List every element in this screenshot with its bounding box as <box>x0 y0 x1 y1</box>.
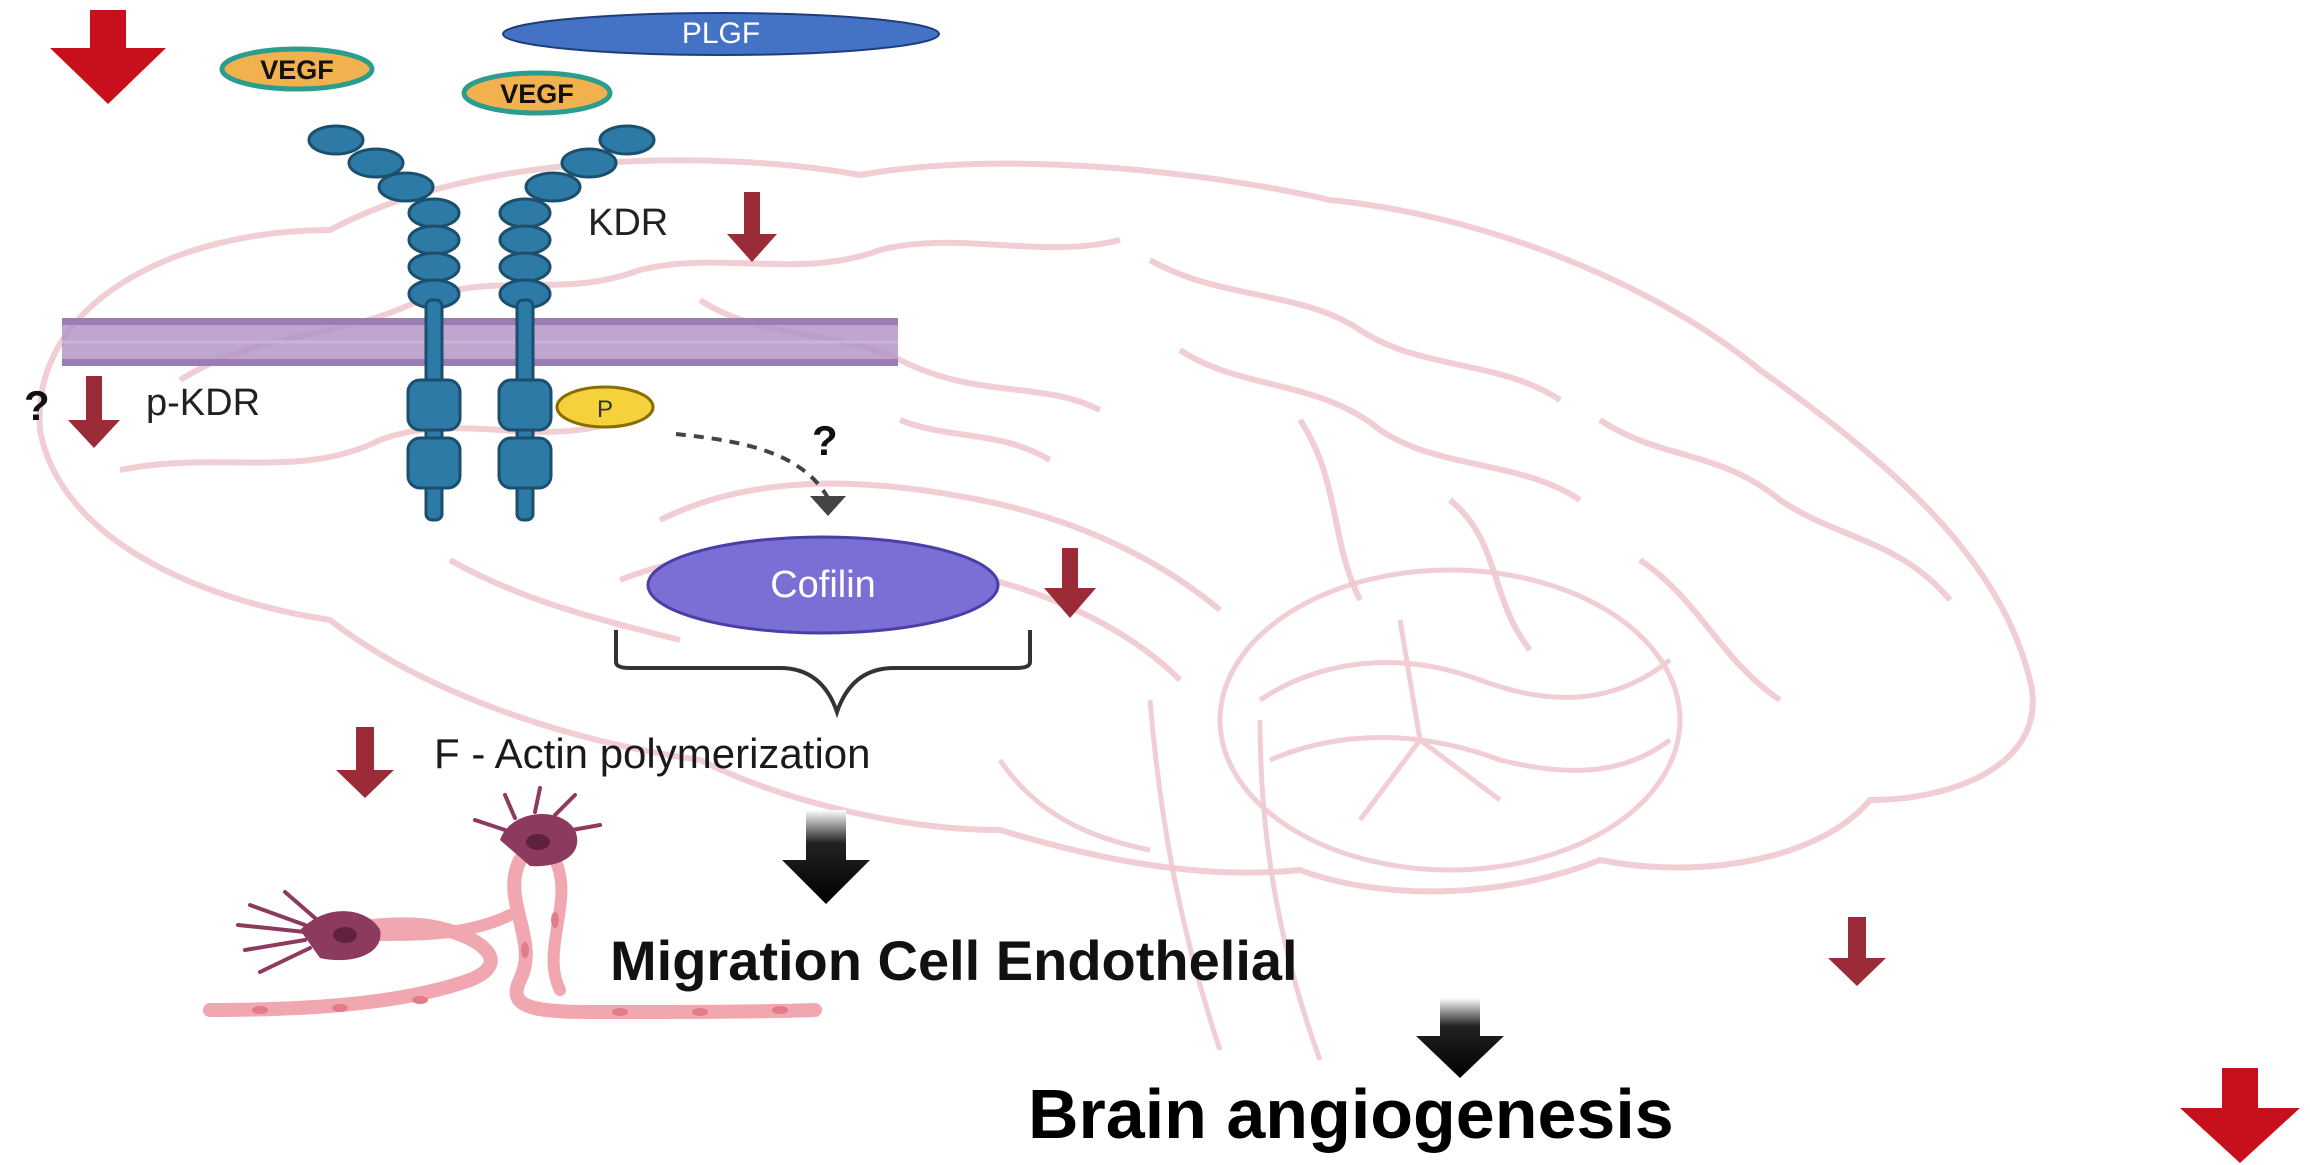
cofilin-protein: Cofilin <box>646 535 1000 635</box>
brain-angiogenesis-decrease-arrow <box>2180 1068 2300 1163</box>
question-mark-pkdr: ? <box>24 382 50 429</box>
migration-decrease-arrow <box>1828 917 1886 986</box>
kdr-label: KDR <box>588 202 668 244</box>
phosphate-group: P <box>555 385 655 429</box>
kdr-decrease-arrow <box>727 192 777 262</box>
cell-membrane <box>62 318 898 366</box>
black-arrow-1 <box>782 810 870 904</box>
uncertain-link-arrowhead <box>810 496 846 516</box>
cofilin-label: Cofilin <box>770 564 876 606</box>
vegf-label-1: VEGF <box>260 55 334 85</box>
cofilin-brace <box>614 630 1032 719</box>
question-mark-cofilin: ? <box>812 417 838 464</box>
plgf-label: PLGF <box>682 17 760 50</box>
cofilin-decrease-arrow <box>1044 548 1096 618</box>
f-actin-label: F - Actin polymerization <box>434 730 871 777</box>
decrease-arrow-top-left <box>50 10 166 104</box>
phosphate-label: P <box>597 396 613 423</box>
plgf-ligand: PLGF <box>502 12 940 56</box>
endothelial-cells-illustration <box>203 786 822 1020</box>
vegf-ligand-2: VEGF <box>461 70 613 116</box>
p-kdr-label: p-KDR <box>146 382 260 424</box>
brain-angiogenesis-label: Brain angiogenesis <box>1028 1075 1674 1153</box>
uncertain-link-arrow <box>675 432 830 499</box>
black-arrow-2 <box>1416 998 1504 1078</box>
tip-cell-1 <box>236 890 381 974</box>
migration-label: Migration Cell Endothelial <box>610 929 1298 992</box>
brain-background <box>36 157 2036 895</box>
kdr-receptor <box>307 124 656 522</box>
brainstem-background <box>997 699 1323 1061</box>
vegf-ligand-1: VEGF <box>219 46 375 92</box>
tip-cell-2 <box>473 786 602 867</box>
pkdr-decrease-arrow <box>68 376 120 448</box>
vegf-label-2: VEGF <box>500 79 574 109</box>
cerebellum-background <box>1217 567 1683 873</box>
f-actin-decrease-arrow <box>336 727 394 798</box>
